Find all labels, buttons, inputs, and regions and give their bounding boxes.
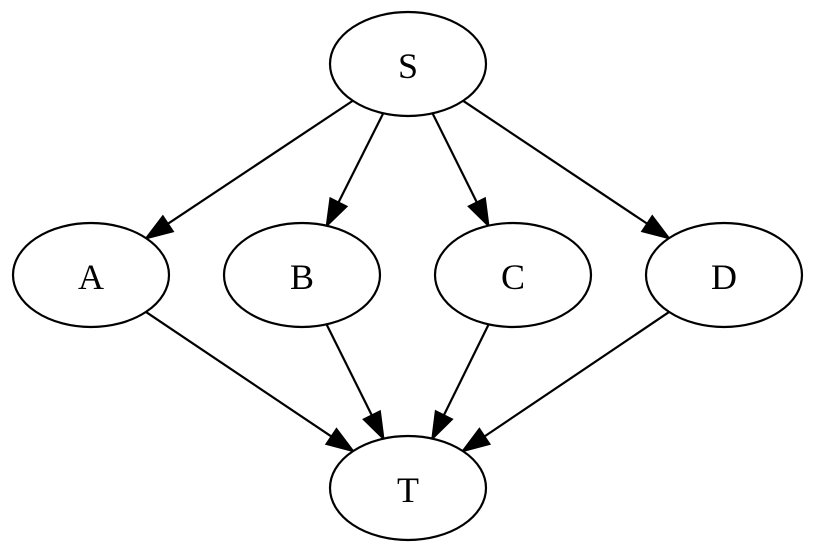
- node-label: S: [398, 46, 418, 86]
- edge-line: [483, 311, 670, 438]
- node-ellipse: [11, 221, 171, 329]
- edge-line: [337, 112, 385, 203]
- node-ellipse: [328, 434, 488, 542]
- node-t: T: [328, 434, 488, 542]
- node-ellipse: [433, 221, 593, 329]
- edge-a-t: [145, 311, 356, 453]
- edge-line: [462, 99, 648, 225]
- edge-line: [442, 323, 490, 416]
- node-s: S: [328, 10, 488, 118]
- edge-s-a: [143, 99, 354, 240]
- edge-c-t: [431, 323, 490, 442]
- node-label: B: [290, 257, 314, 297]
- edge-line: [325, 323, 373, 416]
- node-c: C: [433, 221, 593, 329]
- node-label: C: [501, 257, 525, 297]
- node-ellipse: [222, 221, 382, 329]
- node-b: B: [222, 221, 382, 329]
- node-label: T: [397, 470, 419, 510]
- arrowhead-icon: [324, 427, 356, 453]
- arrowhead-icon: [460, 427, 492, 453]
- arrowhead-icon: [431, 409, 454, 442]
- edge-line: [145, 311, 333, 438]
- arrowhead-icon: [467, 196, 490, 229]
- arrowhead-icon: [640, 214, 672, 240]
- node-label: D: [711, 257, 737, 297]
- nodes-layer: S A B C D T: [11, 10, 804, 542]
- arrowhead-icon: [325, 196, 349, 229]
- node-ellipse: [644, 221, 804, 329]
- node-d: D: [644, 221, 804, 329]
- edge-s-c: [431, 112, 490, 229]
- node-label: A: [78, 257, 104, 297]
- node-a: A: [11, 221, 171, 329]
- edges-layer: [143, 99, 672, 453]
- edge-line: [167, 99, 354, 225]
- edge-line: [431, 112, 478, 203]
- edge-b-t: [325, 323, 385, 442]
- edge-s-b: [325, 112, 385, 229]
- node-ellipse: [328, 10, 488, 118]
- arrowhead-icon: [362, 409, 385, 442]
- edge-d-t: [460, 311, 670, 453]
- edge-s-d: [462, 99, 672, 240]
- arrowhead-icon: [143, 214, 175, 240]
